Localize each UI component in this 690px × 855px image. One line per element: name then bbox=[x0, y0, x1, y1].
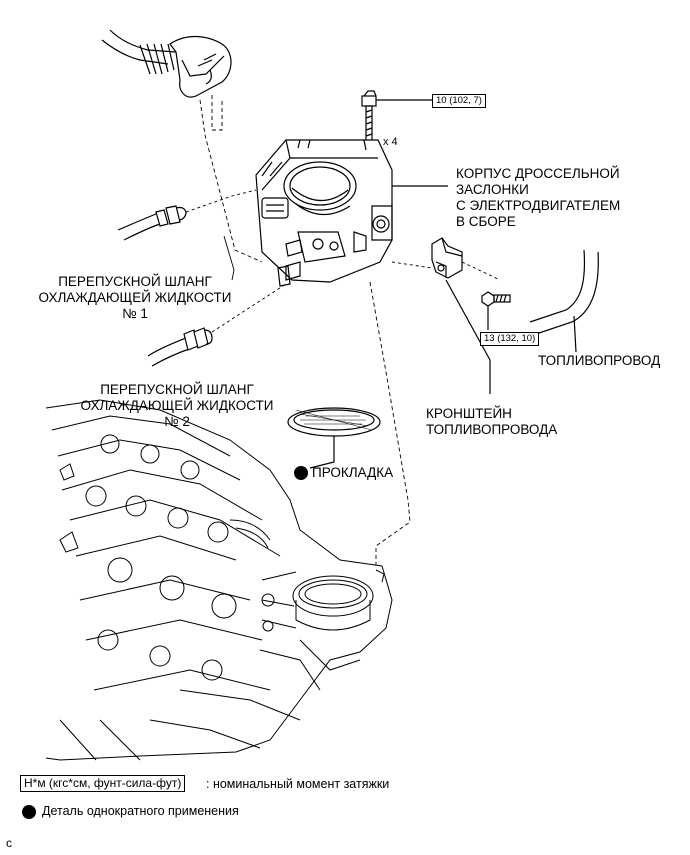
bolt-count-label: x 4 bbox=[383, 136, 398, 148]
bracket-label-line1: КРОНШТЕЙН bbox=[426, 406, 512, 421]
engine-block-drawing bbox=[45, 399, 393, 761]
throttle-body-label-line4: В СБОРЕ bbox=[456, 214, 516, 229]
fuel-pipe-drawing bbox=[529, 249, 599, 335]
throttle-body-label-line2: ЗАСЛОНКИ bbox=[456, 182, 529, 197]
throttle-body-label-line1: КОРПУС ДРОССЕЛЬНОЙ bbox=[456, 166, 620, 181]
fuel-pipe-bracket-drawing bbox=[431, 237, 463, 279]
bypass-hose-1-line2: ОХЛАЖДАЮЩЕЙ ЖИДКОСТИ bbox=[38, 290, 232, 305]
gasket-label: ПРОКЛАДКА bbox=[312, 465, 394, 480]
bypass-hose-2-drawing bbox=[147, 327, 213, 367]
legend-non-reusable-text: Деталь однократного применения bbox=[42, 804, 239, 818]
throttle-body-label: КОРПУС ДРОССЕЛЬНОЙ ЗАСЛОНКИ С ЭЛЕКТРОДВИ… bbox=[456, 166, 620, 230]
legend-torque-units-box: Н*м (кгс*см, фунт-сила-фут) bbox=[20, 775, 186, 792]
bypass-hose-1-line3: № 1 bbox=[122, 306, 148, 321]
bypass-hose-1-drawing bbox=[117, 205, 187, 241]
bypass-hose-1-line1: ПЕРЕПУСКНОЙ ШЛАНГ bbox=[58, 274, 212, 289]
gasket-drawing bbox=[287, 407, 381, 437]
fuel-pipe-label: ТОПЛИВОПРОВОД bbox=[538, 353, 661, 368]
legend-non-reusable-icon bbox=[22, 805, 36, 819]
non-reusable-marker-icon bbox=[294, 466, 308, 480]
bypass-hose-2-label: ПЕРЕПУСКНОЙ ШЛАНГ ОХЛАЖДАЮЩЕЙ ЖИДКОСТИ №… bbox=[62, 382, 292, 430]
throttle-body-drawing bbox=[255, 139, 393, 287]
footer-mark: c bbox=[6, 836, 12, 850]
torque-bracket-bolt: 13 (132, 10) bbox=[480, 332, 540, 346]
fuel-pipe-bracket-label: КРОНШТЕЙН ТОПЛИВОПРОВОДА bbox=[426, 406, 557, 438]
bolt-drawing bbox=[361, 90, 377, 149]
bracket-bolt-drawing bbox=[481, 291, 511, 307]
bypass-hose-2-line1: ПЕРЕПУСКНОЙ ШЛАНГ bbox=[100, 382, 254, 397]
torque-throttle-bolts: 10 (102, 7) bbox=[432, 94, 486, 108]
bypass-hose-2-line3: № 2 bbox=[164, 414, 190, 429]
throttle-body-label-line3: С ЭЛЕКТРОДВИГАТЕЛЕМ bbox=[456, 198, 621, 213]
legend-torque-desc: : номинальный момент затяжки bbox=[206, 777, 390, 791]
bracket-label-line2: ТОПЛИВОПРОВОДА bbox=[426, 422, 558, 437]
top-hose-drawing bbox=[101, 29, 232, 98]
bypass-hose-1-label: ПЕРЕПУСКНОЙ ШЛАНГ ОХЛАЖДАЮЩЕЙ ЖИДКОСТИ №… bbox=[20, 274, 250, 322]
bypass-hose-2-line2: ОХЛАЖДАЮЩЕЙ ЖИДКОСТИ bbox=[80, 398, 274, 413]
